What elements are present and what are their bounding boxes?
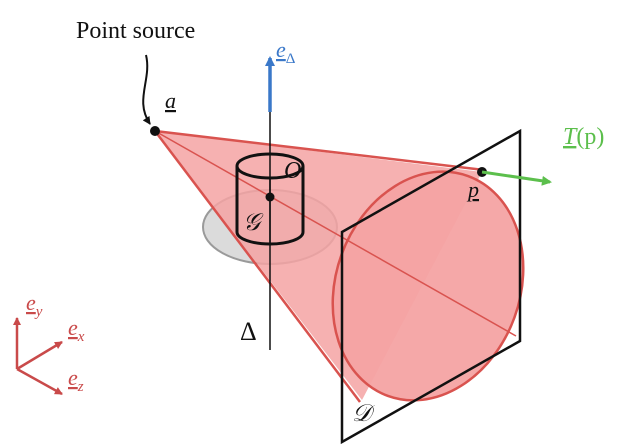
point-a-dot xyxy=(150,126,160,136)
frame-e-y-symbol: e xyxy=(26,290,36,315)
tangent-vector-arrow xyxy=(481,170,552,186)
point-p-label: p xyxy=(466,177,479,202)
point-G-dot xyxy=(265,192,275,202)
tangent-T-argument: (p) xyxy=(576,124,604,150)
frame-e-y-label: ey xyxy=(26,290,43,320)
detector-plane xyxy=(340,128,522,445)
frame-e-z-subscript: z xyxy=(77,379,84,395)
e-delta-label: eΔ xyxy=(276,37,296,67)
axis-delta-label: Δ xyxy=(240,317,257,346)
e-delta-subscript: Δ xyxy=(286,51,296,67)
point-a-label: a xyxy=(165,88,176,113)
point-G-label: 𝒢 xyxy=(243,210,264,236)
x-ray-cone xyxy=(154,129,525,403)
frame-e-x-symbol: e xyxy=(68,315,78,340)
frame-e-z-label: ez xyxy=(68,365,84,395)
point-source-pointer xyxy=(142,54,151,125)
e-delta-symbol: e xyxy=(276,37,286,62)
reference-frame xyxy=(13,317,63,396)
point-source-label: Point source xyxy=(76,18,195,44)
frame-e-x-subscript: x xyxy=(77,329,85,345)
frame-e-y-subscript: y xyxy=(34,304,43,320)
cylinder-object xyxy=(235,152,305,246)
tangent-T-symbol: T xyxy=(563,124,578,150)
frame-e-z-symbol: e xyxy=(68,365,78,390)
detector-D-label: 𝒟 xyxy=(352,401,376,427)
point-O-label: O xyxy=(284,158,301,184)
tangent-T-label: T(p) xyxy=(563,124,604,150)
frame-e-x-label: ex xyxy=(68,315,85,345)
